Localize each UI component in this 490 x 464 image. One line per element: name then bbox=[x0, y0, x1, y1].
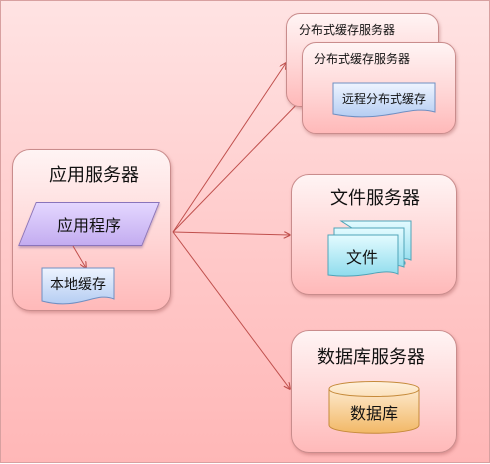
local-cache-label: 本地缓存 bbox=[50, 277, 106, 293]
document-shape bbox=[41, 267, 115, 305]
arrow-to-distributed-cache-front bbox=[172, 99, 302, 233]
database-server-title: 数据库服务器 bbox=[317, 347, 425, 368]
cylinder-shape bbox=[328, 381, 420, 434]
app-server-box: 应用服务器 应用程序 本地缓存 bbox=[12, 149, 171, 311]
file-server-title: 文件服务器 bbox=[330, 188, 420, 209]
app-program-shape: 应用程序 bbox=[18, 202, 160, 246]
app-program-label: 应用程序 bbox=[56, 216, 121, 235]
database-server-box: 数据库服务器 数据库 bbox=[291, 330, 457, 453]
distributed-cache-front-title: 分布式缓存服务器 bbox=[314, 52, 411, 66]
database-label: 数据库 bbox=[349, 404, 398, 423]
arrow-to-file-server bbox=[172, 232, 290, 235]
file-server-box: 文件服务器 文件 bbox=[291, 174, 457, 295]
files-label: 文件 bbox=[345, 248, 378, 267]
multi-document-shape: 文件 bbox=[327, 220, 413, 278]
remote-cache-document: 远程分布式缓存 bbox=[332, 82, 436, 120]
arrow-to-database-server bbox=[172, 231, 290, 389]
arrow-to-distributed-cache-back bbox=[172, 63, 286, 233]
remote-cache-label: 远程分布式缓存 bbox=[341, 91, 426, 106]
app-server-title: 应用服务器 bbox=[49, 165, 139, 186]
distributed-cache-server-front: 分布式缓存服务器 远程分布式缓存 bbox=[302, 42, 456, 134]
document-shape bbox=[332, 82, 436, 118]
documents-stack-shape bbox=[327, 220, 412, 277]
local-cache-document: 本地缓存 bbox=[41, 267, 115, 307]
database-cylinder: 数据库 bbox=[328, 380, 420, 436]
distributed-cache-back-title: 分布式缓存服务器 bbox=[299, 23, 396, 37]
internal-arrow bbox=[72, 245, 172, 312]
